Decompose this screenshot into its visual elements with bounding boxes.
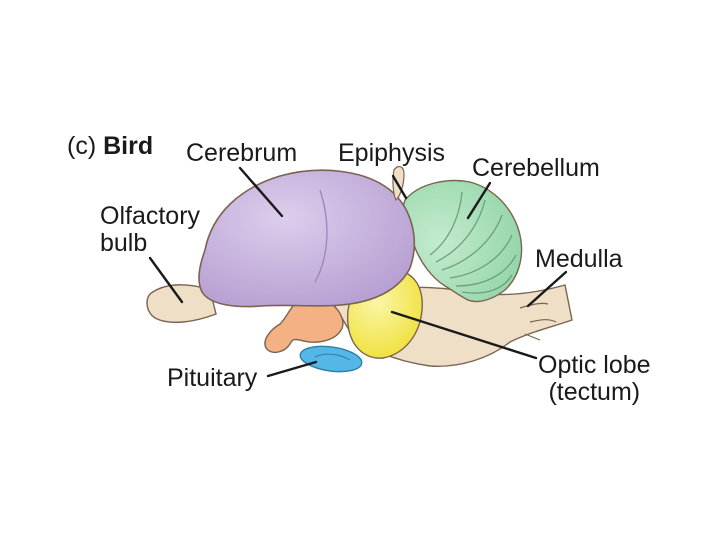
label-pituitary: Pituitary bbox=[167, 365, 257, 392]
label-optic-lobe: Optic lobe (tectum) bbox=[538, 352, 651, 406]
label-olfactory-line2: bulb bbox=[100, 230, 200, 257]
label-cerebellum: Cerebellum bbox=[472, 155, 600, 182]
label-olfactory-bulb: Olfactory bulb bbox=[100, 203, 200, 257]
panel-title: (c) Bird bbox=[67, 133, 153, 160]
label-medulla: Medulla bbox=[535, 246, 623, 273]
leader-pituitary bbox=[268, 362, 316, 376]
cerebrum bbox=[199, 170, 414, 306]
label-epiphysis: Epiphysis bbox=[338, 140, 445, 167]
panel-prefix: (c) bbox=[67, 132, 96, 160]
label-cerebrum: Cerebrum bbox=[186, 140, 297, 167]
label-olfactory-line1: Olfactory bbox=[100, 203, 200, 230]
label-optic-line1: Optic lobe bbox=[538, 352, 651, 379]
label-optic-line2: (tectum) bbox=[538, 379, 651, 406]
panel-title-text: Bird bbox=[103, 132, 153, 160]
cerebellum bbox=[403, 181, 521, 302]
pituitary-gland bbox=[299, 343, 364, 375]
